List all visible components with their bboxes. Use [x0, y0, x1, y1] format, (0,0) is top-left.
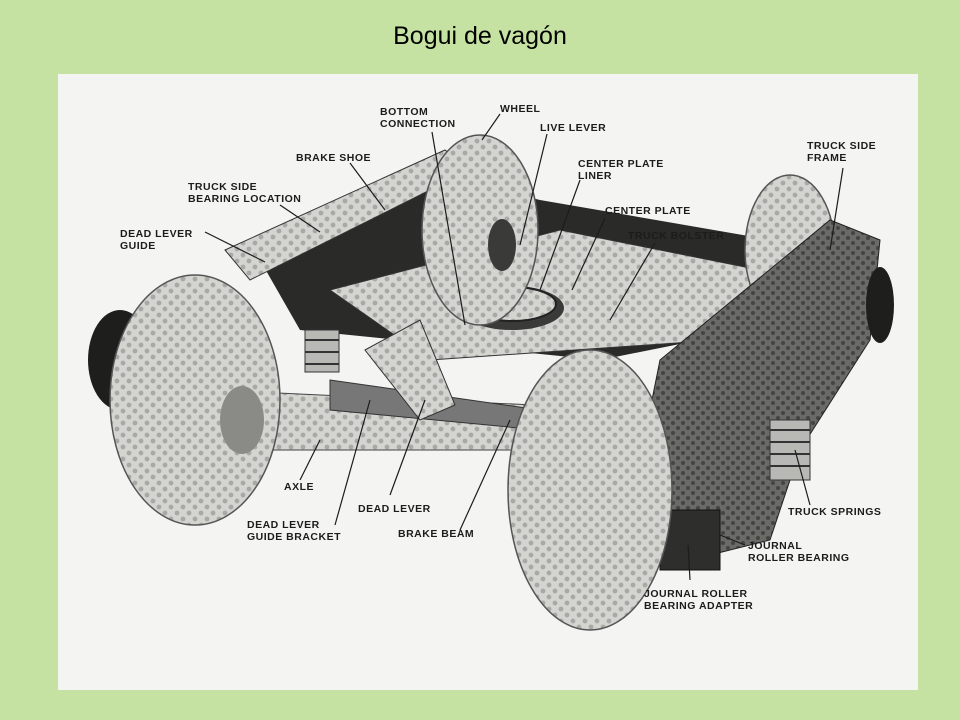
leader-lines [204, 113, 844, 581]
truck-springs-shape [304, 329, 811, 481]
label-live-lever: LIVE LEVER [540, 122, 606, 134]
label-dead-lever-guide-bracket: DEAD LEVER GUIDE BRACKET [247, 519, 341, 543]
truck-body [88, 134, 894, 631]
label-wheel: WHEEL [500, 103, 541, 115]
label-brake-beam: BRAKE BEAM [398, 528, 474, 540]
label-dead-lever: DEAD LEVER [358, 503, 431, 515]
far-left-wheel [421, 134, 539, 326]
label-truck-side-bearing-location: TRUCK SIDE BEARING LOCATION [188, 181, 301, 205]
label-truck-springs: TRUCK SPRINGS [788, 506, 881, 518]
label-journal-roller-bearing: JOURNAL ROLLER BEARING [748, 540, 850, 564]
label-dead-lever-guide: DEAD LEVER GUIDE [120, 228, 196, 252]
label-truck-side-frame: TRUCK SIDE FRAME [807, 140, 880, 164]
label-center-plate-liner: CENTER PLATE LINER [578, 158, 667, 182]
truck-diagram: BOTTOM CONNECTION WHEEL LIVE LEVER BRAKE… [58, 74, 918, 690]
near-right-wheel [507, 349, 673, 631]
label-center-plate: CENTER PLATE [605, 205, 691, 217]
label-journal-roller-bearing-adapter: JOURNAL ROLLER BEARING ADAPTER [644, 588, 753, 612]
callout-labels: BOTTOM CONNECTION WHEEL LIVE LEVER BRAKE… [120, 103, 881, 612]
slide-title: Bogui de vagón [393, 22, 567, 50]
dead-lever-shape [364, 319, 456, 421]
label-bottom-connection: BOTTOM CONNECTION [380, 106, 456, 130]
label-truck-bolster: TRUCK BOLSTER [628, 230, 724, 242]
label-axle: AXLE [284, 481, 314, 493]
near-left-wheel [109, 274, 281, 526]
label-brake-shoe: BRAKE SHOE [296, 152, 371, 164]
